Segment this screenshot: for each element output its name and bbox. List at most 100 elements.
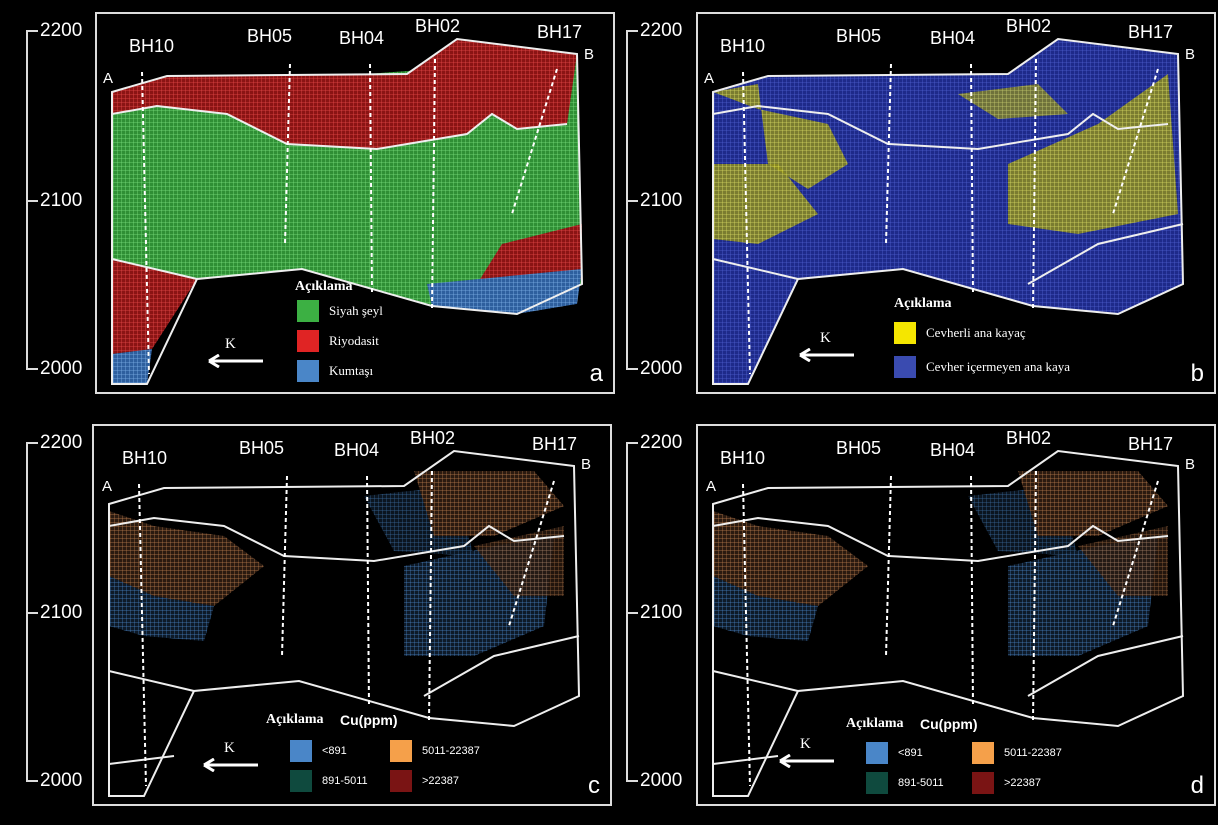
- section-panel-a: BH10 BH05 BH04 BH02 BH17 A B K Açıklama …: [95, 12, 615, 394]
- elevation-scale-top-right: 2200 2100 2000: [620, 20, 690, 380]
- legend-item: Siyah şeyl: [297, 300, 383, 322]
- section-panel-d: BH10 BH05 BH04 BH02 BH17 A B K Açıklama …: [696, 424, 1216, 806]
- legend-swatch: [972, 772, 994, 794]
- legend-item: <891: [290, 740, 347, 762]
- cross-section-a: [111, 37, 584, 392]
- borehole-label-bh02: BH02: [1006, 16, 1052, 36]
- arrow-left-icon: [208, 354, 263, 368]
- borehole-label-bh05: BH05: [836, 26, 882, 46]
- scale-label-2200: 2200: [640, 432, 683, 453]
- legend-title: Açıklama: [266, 712, 324, 727]
- scale-label-2100: 2100: [40, 602, 83, 623]
- borehole-label-bh17: BH17: [532, 434, 578, 454]
- borehole-label-bh17: BH17: [537, 22, 583, 42]
- borehole-label-bh05: BH05: [247, 26, 293, 46]
- legend-swatch: [894, 322, 916, 344]
- legend-swatch: [390, 770, 412, 792]
- scale-label-2200: 2200: [40, 20, 83, 41]
- legend-title: Açıklama: [894, 296, 952, 311]
- north-arrow: K: [798, 330, 858, 362]
- legend-item: >22387: [972, 772, 1041, 794]
- legend-item: Cevherli ana kayaç: [894, 322, 1026, 344]
- borehole-label-bh17: BH17: [1128, 434, 1174, 454]
- section-end-a: A: [103, 70, 114, 87]
- legend-swatch: [866, 772, 888, 794]
- borehole-label-bh10: BH10: [129, 36, 175, 56]
- scale-label-2100: 2100: [40, 190, 83, 211]
- section-panel-b: BH10 BH05 BH04 BH02 BH17 A B K Açıklama …: [696, 12, 1216, 394]
- borehole-label-bh04: BH04: [334, 440, 380, 460]
- borehole-label-bh04: BH04: [339, 28, 385, 48]
- section-panel-c: BH10 BH05 BH04 BH02 BH17 A B K Açıklama …: [92, 424, 612, 806]
- section-end-a: A: [102, 478, 113, 495]
- legend-swatch: [866, 742, 888, 764]
- borehole-label-bh02: BH02: [415, 16, 461, 36]
- legend-swatch: [894, 356, 916, 378]
- north-arrow: K: [202, 740, 262, 772]
- legend-item: 5011-22387: [972, 742, 1062, 764]
- legend-unit: Cu(ppm): [920, 716, 978, 732]
- cross-section-d: [712, 449, 1185, 797]
- elevation-scale-bottom-left: 2200 2100 2000: [20, 432, 90, 792]
- legend-swatch: [290, 770, 312, 792]
- north-arrow: K: [778, 736, 838, 768]
- legend-item: Kumtaşı: [297, 360, 373, 382]
- scale-label-2000: 2000: [40, 358, 83, 379]
- panel-letter: c: [588, 772, 600, 799]
- cross-section-c: [108, 449, 581, 797]
- scale-label-2100: 2100: [640, 602, 683, 623]
- north-label: K: [225, 336, 236, 352]
- legend-item: <891: [866, 742, 923, 764]
- scale-label-2100: 2100: [640, 190, 683, 211]
- north-arrow: K: [207, 336, 267, 368]
- scale-label-2000: 2000: [40, 770, 83, 791]
- section-end-b: B: [581, 456, 592, 473]
- legend-item: 5011-22387: [390, 740, 480, 762]
- north-label: K: [224, 740, 235, 756]
- legend-item: Cevher içermeyen ana kaya: [894, 356, 1070, 378]
- panel-letter: d: [1190, 772, 1204, 799]
- legend-item: 891-5011: [866, 772, 944, 794]
- cross-section-b: [712, 37, 1185, 392]
- scale-label-2000: 2000: [640, 358, 683, 379]
- scale-label-2200: 2200: [640, 20, 683, 41]
- borehole-label-bh10: BH10: [720, 36, 766, 56]
- arrow-left-icon: [779, 754, 834, 768]
- legend-title: Açıklama: [295, 279, 353, 294]
- legend-swatch: [972, 742, 994, 764]
- panel-letter: b: [1190, 360, 1204, 387]
- borehole-label-bh04: BH04: [930, 440, 976, 460]
- legend-swatch: [297, 360, 319, 382]
- legend-title: Açıklama: [846, 716, 904, 731]
- section-end-b: B: [1185, 456, 1196, 473]
- borehole-label-bh10: BH10: [720, 448, 766, 468]
- arrow-left-icon: [203, 758, 258, 772]
- section-end-a: A: [706, 478, 717, 495]
- section-end-b: B: [1185, 46, 1196, 63]
- legend-item: >22387: [390, 770, 459, 792]
- legend-unit: Cu(ppm): [340, 712, 398, 728]
- legend-swatch: [297, 300, 319, 322]
- panel-letter: a: [589, 360, 603, 387]
- legend-item: 891-5011: [290, 770, 368, 792]
- legend-swatch: [290, 740, 312, 762]
- arrow-left-icon: [799, 348, 854, 362]
- section-end-a: A: [704, 70, 715, 87]
- scale-label-2000: 2000: [640, 770, 683, 791]
- north-label: K: [800, 736, 811, 752]
- legend-item: Riyodasit: [297, 330, 379, 352]
- borehole-label-bh05: BH05: [239, 438, 285, 458]
- north-label: K: [820, 330, 831, 346]
- borehole-label-bh02: BH02: [1006, 428, 1052, 448]
- scale-label-2200: 2200: [40, 432, 83, 453]
- legend-swatch: [390, 740, 412, 762]
- borehole-label-bh05: BH05: [836, 438, 882, 458]
- elevation-scale-bottom-right: 2200 2100 2000: [620, 432, 690, 792]
- section-end-b: B: [584, 46, 595, 63]
- borehole-label-bh04: BH04: [930, 28, 976, 48]
- elevation-scale-top-left: 2200 2100 2000: [20, 20, 90, 380]
- legend-swatch: [297, 330, 319, 352]
- borehole-label-bh17: BH17: [1128, 22, 1174, 42]
- borehole-label-bh10: BH10: [122, 448, 168, 468]
- borehole-label-bh02: BH02: [410, 428, 456, 448]
